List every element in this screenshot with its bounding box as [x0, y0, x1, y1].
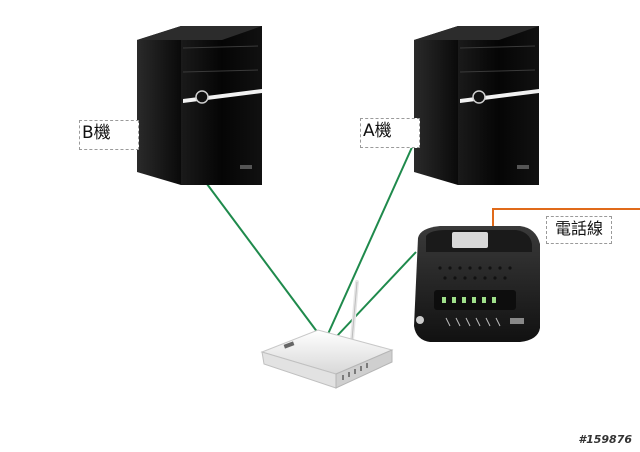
- computer-b-label: B機: [79, 120, 139, 150]
- cable-modem-to-router: [336, 251, 417, 337]
- image-watermark: #159876: [578, 433, 632, 446]
- network-cables: [206, 144, 417, 337]
- power-button-icon: [472, 90, 486, 104]
- power-button-icon: [195, 90, 209, 104]
- computer-a-tower: [414, 26, 539, 185]
- wireless-router: [260, 280, 394, 389]
- cable-a-to-router: [327, 144, 414, 335]
- cable-b-to-router: [206, 183, 319, 334]
- computer-a-label: A機: [360, 118, 420, 148]
- phone-line-label: 電話線: [546, 216, 613, 244]
- brand-logo-icon: [416, 316, 424, 324]
- adsl-modem: [414, 226, 540, 342]
- computer-b-tower: [137, 26, 262, 185]
